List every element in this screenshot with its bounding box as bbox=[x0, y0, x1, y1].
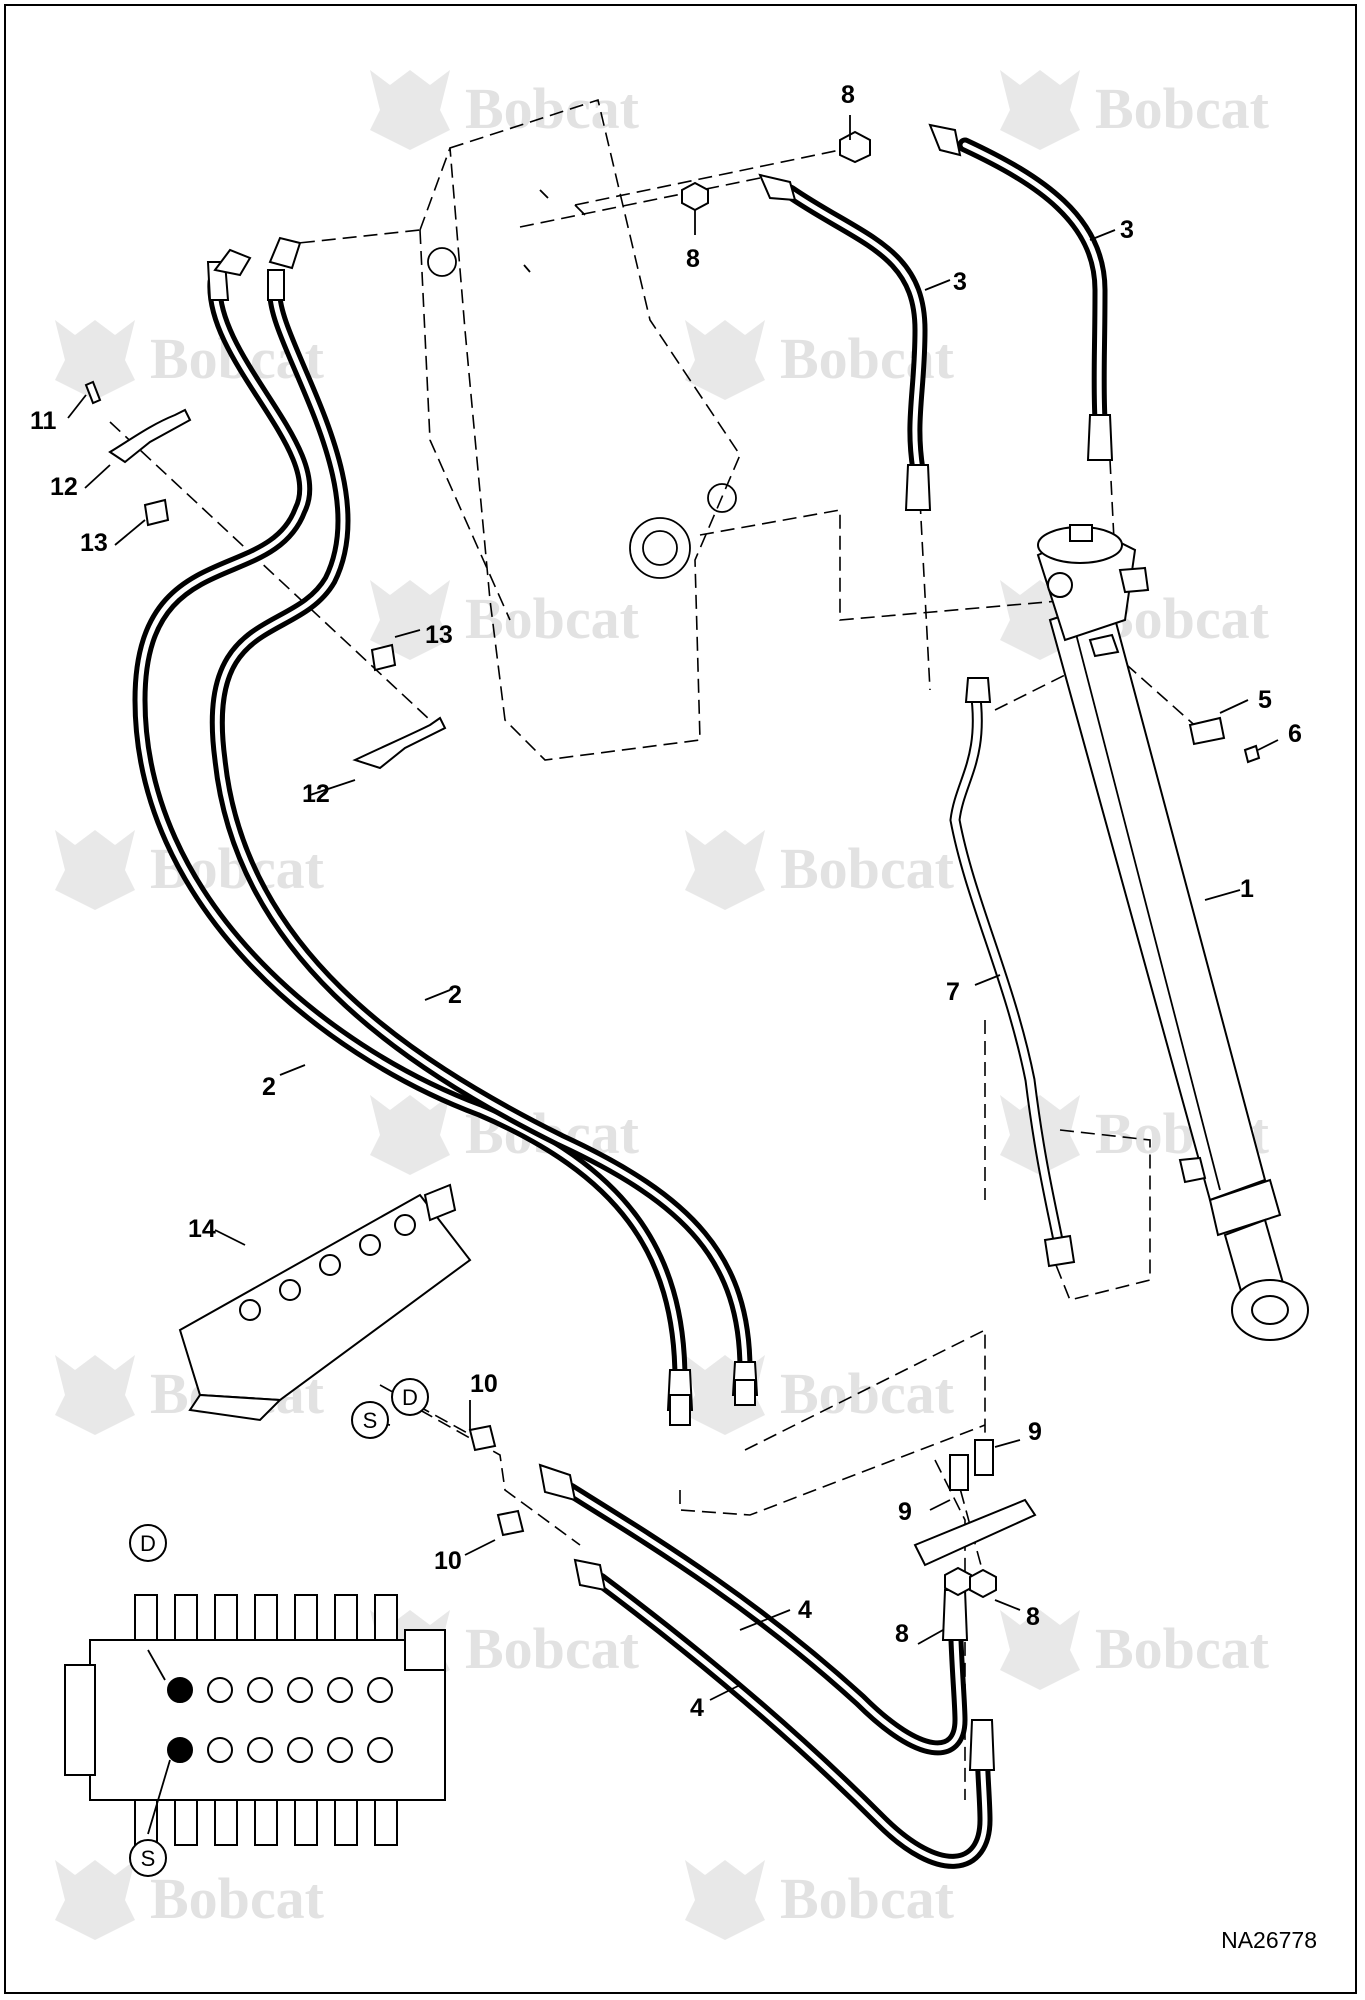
bolt-11 bbox=[84, 380, 102, 405]
callout-2-lower: 2 bbox=[262, 1073, 276, 1101]
clamp-12-upper bbox=[108, 408, 192, 464]
fitting-10-upper bbox=[468, 1424, 497, 1452]
control-valve-detail bbox=[64, 1594, 446, 1846]
callout-labels: 1 2 2 3 3 4 4 5 6 7 8 8 8 8 9 9 10 10 11… bbox=[30, 81, 1302, 1722]
drawing-number: NA26778 bbox=[1221, 1927, 1317, 1953]
lift-cylinder bbox=[1036, 524, 1309, 1341]
watermark-1: Bobcat bbox=[370, 70, 640, 150]
fitting-9-left bbox=[949, 1454, 969, 1491]
watermark-text: Bobcat bbox=[150, 1866, 325, 1931]
watermark-14: Bobcat bbox=[1000, 1610, 1270, 1690]
callout-2-upper: 2 bbox=[448, 981, 462, 1009]
watermark-layer: Bobcat Bobcat Bobcat Bobcat Bobcat Bobca… bbox=[55, 70, 1270, 1940]
hose-assembly-4 bbox=[538, 1463, 996, 1869]
watermark-2: Bobcat bbox=[1000, 70, 1270, 150]
watermark-text: Bobcat bbox=[465, 76, 640, 141]
callout-8-lower-left: 8 bbox=[895, 1620, 909, 1648]
clamp-12-lower bbox=[352, 716, 447, 770]
callout-8-top-right: 8 bbox=[841, 81, 855, 109]
valve-bottom-caps bbox=[134, 1799, 398, 1846]
callout-8-lower-right: 8 bbox=[1026, 1603, 1040, 1631]
clip-5 bbox=[1188, 716, 1226, 746]
callout-12-lower: 12 bbox=[302, 780, 330, 808]
callout-8-top-left: 8 bbox=[686, 245, 700, 273]
callout-7: 7 bbox=[946, 978, 960, 1006]
callout-leaders bbox=[67, 115, 1279, 1835]
screw-6 bbox=[1243, 744, 1261, 764]
port-marker-s-upper: S bbox=[363, 1408, 378, 1433]
boom-cylinder-pin-boss bbox=[629, 517, 691, 579]
callout-13-upper: 13 bbox=[80, 529, 108, 557]
callout-1: 1 bbox=[1240, 875, 1254, 903]
watermark-text: Bobcat bbox=[1095, 1616, 1270, 1681]
bulkhead-bracket bbox=[913, 1498, 1037, 1567]
port-marker-circle bbox=[129, 1839, 167, 1877]
nut-8-top-left bbox=[681, 181, 709, 212]
callout-12-upper: 12 bbox=[50, 473, 78, 501]
bushing-13-lower bbox=[370, 643, 397, 672]
watermark-text: Bobcat bbox=[465, 586, 640, 651]
valve-top-caps bbox=[134, 1594, 398, 1641]
nut-8-top-right bbox=[839, 130, 871, 164]
callout-5: 5 bbox=[1258, 686, 1272, 714]
watermark-text: Bobcat bbox=[1095, 76, 1270, 141]
callout-4-upper: 4 bbox=[798, 1596, 812, 1624]
control-valve-14 bbox=[178, 1183, 472, 1422]
callout-10-lower: 10 bbox=[434, 1547, 462, 1575]
callout-9-left: 9 bbox=[898, 1498, 912, 1526]
port-marker-circle bbox=[391, 1378, 429, 1416]
boom-pivot-hole bbox=[427, 247, 457, 277]
watermark-8: Bobcat bbox=[685, 830, 955, 910]
callout-14: 14 bbox=[188, 1215, 216, 1243]
hardware bbox=[84, 130, 1261, 1599]
watermark-text: Bobcat bbox=[780, 836, 955, 901]
port-marker-d-upper: D bbox=[402, 1385, 418, 1410]
fitting-9-right bbox=[974, 1439, 994, 1476]
callout-3-right: 3 bbox=[1120, 216, 1134, 244]
supply-port-marker bbox=[168, 1738, 192, 1762]
port-markers: D S D S bbox=[129, 1378, 429, 1877]
watermark-16: Bobcat bbox=[685, 1860, 955, 1940]
hose-assembly-3 bbox=[758, 123, 1114, 511]
watermark-4: Bobcat bbox=[685, 320, 955, 400]
port-marker-s-lower: S bbox=[141, 1846, 156, 1871]
watermark-text: Bobcat bbox=[465, 1616, 640, 1681]
watermark-text: Bobcat bbox=[780, 1361, 955, 1426]
watermark-text: Bobcat bbox=[780, 326, 955, 391]
nut-8-lower-right bbox=[969, 1568, 997, 1599]
watermark-15: Bobcat bbox=[55, 1860, 325, 1940]
port-marker-d-lower: D bbox=[140, 1531, 156, 1556]
tube-line-7 bbox=[949, 677, 1076, 1268]
drain-port-marker bbox=[168, 1678, 192, 1702]
callout-4-lower: 4 bbox=[690, 1694, 704, 1722]
watermark-5: Bobcat bbox=[370, 580, 640, 660]
hose-assembly-2 bbox=[132, 236, 759, 1426]
watermark-logo bbox=[370, 70, 450, 150]
callout-10-upper: 10 bbox=[470, 1370, 498, 1398]
fitting-10-lower bbox=[496, 1509, 525, 1537]
callout-13-lower: 13 bbox=[425, 621, 453, 649]
port-marker-circle bbox=[351, 1401, 389, 1439]
callout-11: 11 bbox=[30, 407, 57, 435]
watermark-text: Bobcat bbox=[780, 1866, 955, 1931]
callout-9-right: 9 bbox=[1028, 1418, 1042, 1446]
callout-6: 6 bbox=[1288, 720, 1302, 748]
bushing-13-upper bbox=[143, 498, 170, 527]
watermark-12: Bobcat bbox=[685, 1355, 955, 1435]
port-marker-circle bbox=[129, 1524, 167, 1562]
nut-8-lower-left bbox=[944, 1566, 972, 1597]
callout-3-left: 3 bbox=[953, 268, 967, 296]
